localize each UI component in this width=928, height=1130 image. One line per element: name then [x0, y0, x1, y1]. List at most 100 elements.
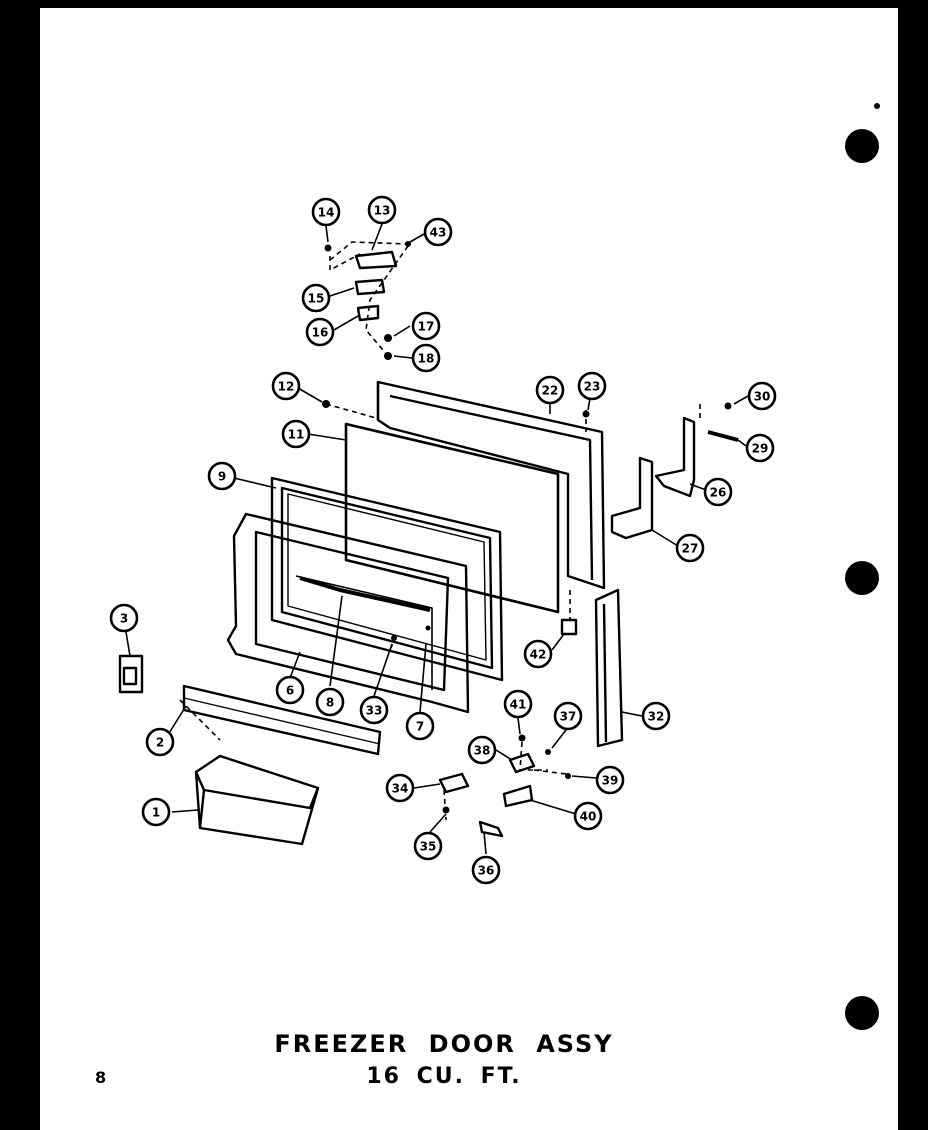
door-outer-panel	[376, 380, 606, 590]
paper-sheet	[40, 8, 898, 1130]
callout-number: 7	[416, 720, 424, 734]
callout-number: 36	[478, 864, 495, 878]
callout-circle	[471, 855, 501, 885]
callout-circle	[703, 477, 733, 507]
callout-29: 29	[745, 433, 775, 463]
callout-circle	[141, 797, 171, 827]
callout-number: 30	[754, 390, 771, 404]
page-number: 8	[95, 1068, 107, 1087]
callout-number: 16	[312, 326, 329, 340]
callout-9: 9	[207, 461, 237, 491]
callout-number: 9	[218, 470, 226, 484]
door-gasket	[270, 476, 504, 682]
callout-circle	[745, 433, 775, 463]
diagram-title: FREEZER DOOR ASSY	[274, 1030, 614, 1058]
binder-hole-middle	[845, 561, 879, 595]
callout-circle	[535, 375, 565, 405]
callout-circle	[301, 283, 331, 313]
callout-circle	[573, 801, 603, 831]
callout-number: 8	[326, 696, 334, 710]
door-stop-block	[560, 618, 578, 636]
callout-circle	[467, 735, 497, 765]
hinge-bracket-lower	[610, 456, 654, 540]
speck	[874, 103, 880, 109]
callout-41: 41	[503, 689, 533, 719]
callout-40: 40	[573, 801, 603, 831]
callout-number: 15	[308, 292, 325, 306]
callout-circle	[311, 197, 341, 227]
callout-circle	[595, 765, 625, 795]
callout-circle	[553, 701, 583, 731]
callout-number: 27	[682, 542, 699, 556]
callout-circle	[641, 701, 671, 731]
callout-13: 13	[367, 195, 397, 225]
callout-circle	[315, 687, 345, 717]
callout-39: 39	[595, 765, 625, 795]
callout-circle	[503, 689, 533, 719]
callout-32: 32	[641, 701, 671, 731]
side-trim-strip	[594, 588, 624, 748]
hinge-plates	[354, 250, 398, 322]
callout-18: 18	[411, 343, 441, 373]
callout-38: 38	[467, 735, 497, 765]
callout-number: 3	[120, 612, 128, 626]
callout-circle	[577, 371, 607, 401]
callout-circle	[367, 195, 397, 225]
callout-number: 42	[530, 648, 547, 662]
callout-circle	[747, 381, 777, 411]
callout-circle	[411, 311, 441, 341]
callout-14: 14	[311, 197, 341, 227]
callout-36: 36	[471, 855, 501, 885]
callout-number: 34	[392, 782, 409, 796]
callout-42: 42	[523, 639, 553, 669]
callout-number: 32	[648, 710, 665, 724]
hinge-bracket-upper	[654, 416, 696, 498]
callout-circle	[523, 639, 553, 669]
callout-circle	[359, 695, 389, 725]
callout-number: 23	[584, 380, 601, 394]
callout-number: 14	[318, 206, 335, 220]
door-inner-liner	[226, 512, 470, 714]
callout-circle	[411, 343, 441, 373]
callout-circle	[281, 419, 311, 449]
callout-circle	[145, 727, 175, 757]
diagram-subtitle: 16 CU. FT.	[366, 1064, 522, 1089]
callout-number: 17	[418, 320, 435, 334]
binder-hole-bottom	[845, 996, 879, 1030]
callout-23: 23	[577, 371, 607, 401]
callout-number: 18	[418, 352, 435, 366]
callout-17: 17	[411, 311, 441, 341]
callout-circle	[413, 831, 443, 861]
callout-33: 33	[359, 695, 389, 725]
callout-3: 3	[109, 603, 139, 633]
callout-leaders	[125, 223, 749, 855]
callout-35: 35	[413, 831, 443, 861]
callout-number: 12	[278, 380, 295, 394]
callout-number: 13	[374, 204, 391, 218]
callout-number: 6	[286, 684, 294, 698]
callout-number: 38	[474, 744, 491, 758]
callout-number: 22	[542, 384, 559, 398]
callout-30: 30	[747, 381, 777, 411]
callout-number: 43	[430, 226, 447, 240]
callout-number: 40	[580, 810, 597, 824]
door-shelf-bin	[194, 754, 320, 846]
callout-6: 6	[275, 675, 305, 705]
callout-circle	[405, 711, 435, 741]
callout-circle	[305, 317, 335, 347]
callout-37: 37	[553, 701, 583, 731]
callout-circle	[275, 675, 305, 705]
callout-circle	[675, 533, 705, 563]
callout-34: 34	[385, 773, 415, 803]
door-insulation-panel	[344, 422, 560, 614]
callout-number: 2	[156, 736, 164, 750]
bottom-trim-strip	[182, 684, 382, 756]
callout-circle	[385, 773, 415, 803]
callout-16: 16	[305, 317, 335, 347]
callout-7: 7	[405, 711, 435, 741]
hinge-pin	[707, 430, 739, 442]
callout-26: 26	[703, 477, 733, 507]
callout-circle	[271, 371, 301, 401]
callout-2: 2	[145, 727, 175, 757]
